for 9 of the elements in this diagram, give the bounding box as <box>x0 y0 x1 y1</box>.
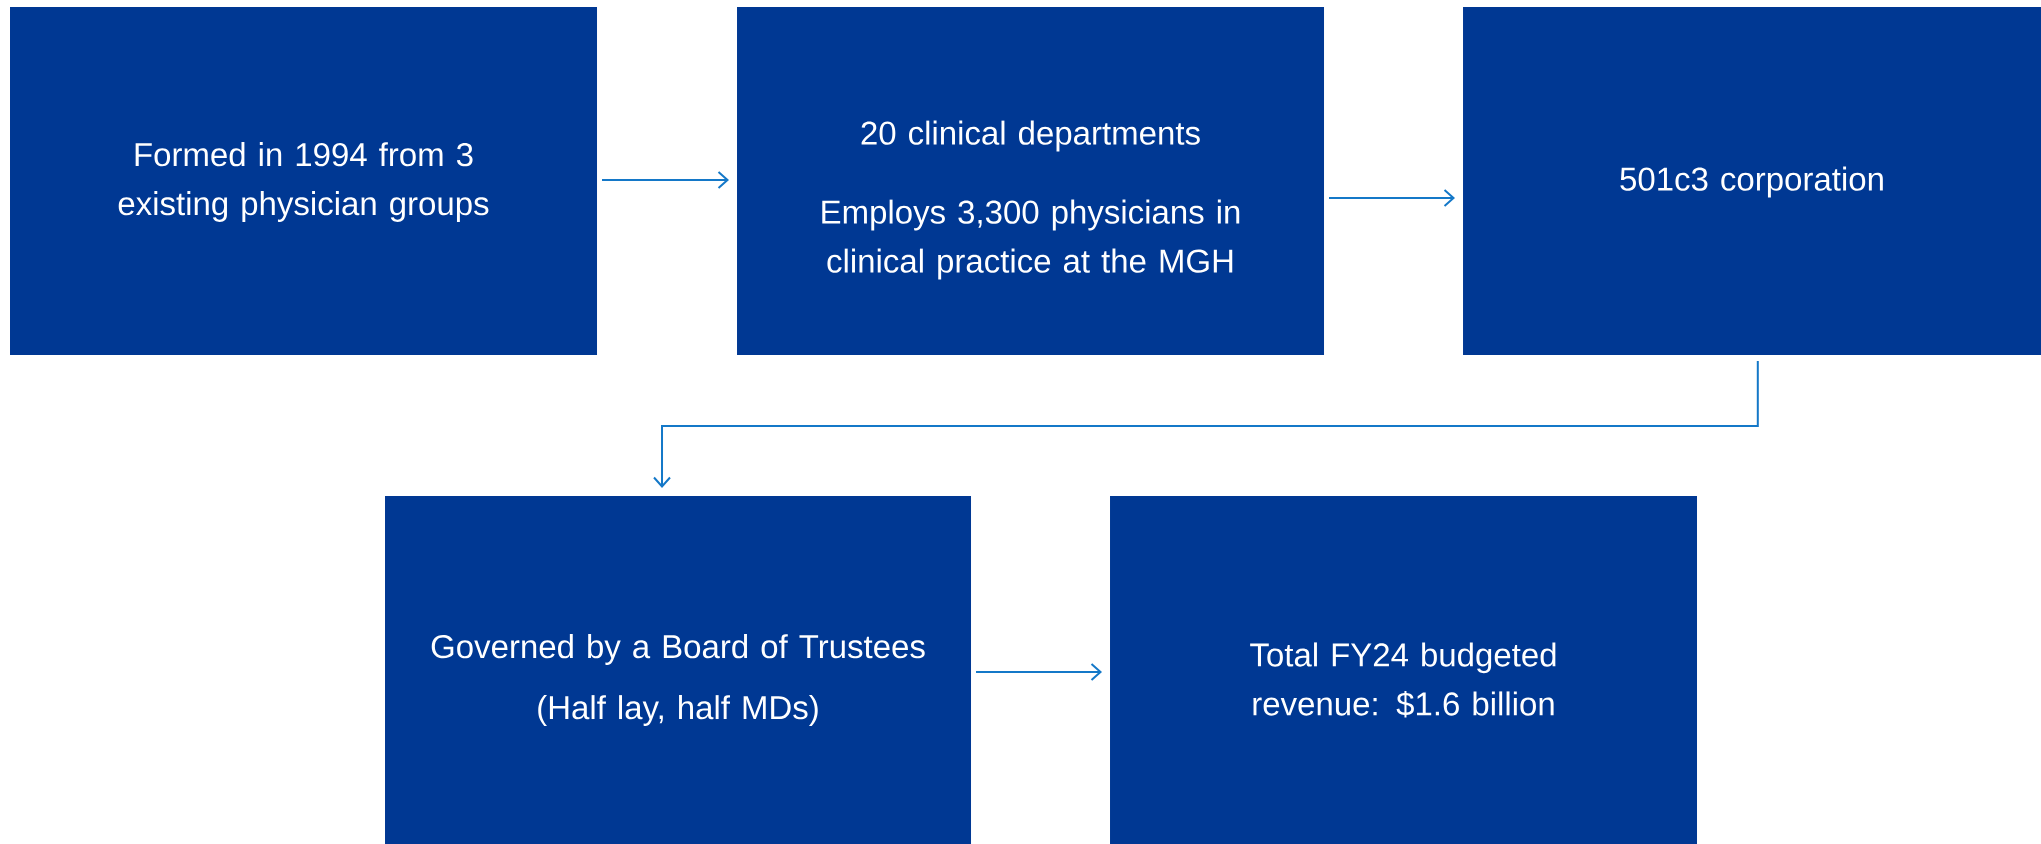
arrow <box>975 663 1102 681</box>
arrow <box>1328 189 1455 207</box>
process-box: Formed in 1994 from 3 existing physician groups <box>10 7 597 355</box>
process-box: Governed by a Board of Trustees (Half lay, half MDs) <box>385 496 971 844</box>
process-box: 501c3 corporation <box>1463 7 2041 355</box>
arrow <box>601 171 729 189</box>
process-box: 20 clinical departments Employs 3,300 physicians in clinical practice at the MGH <box>737 7 1324 355</box>
process-box: Total FY24 budgeted revenue: $1.6 billion <box>1110 496 1697 844</box>
arrow <box>653 360 1759 488</box>
